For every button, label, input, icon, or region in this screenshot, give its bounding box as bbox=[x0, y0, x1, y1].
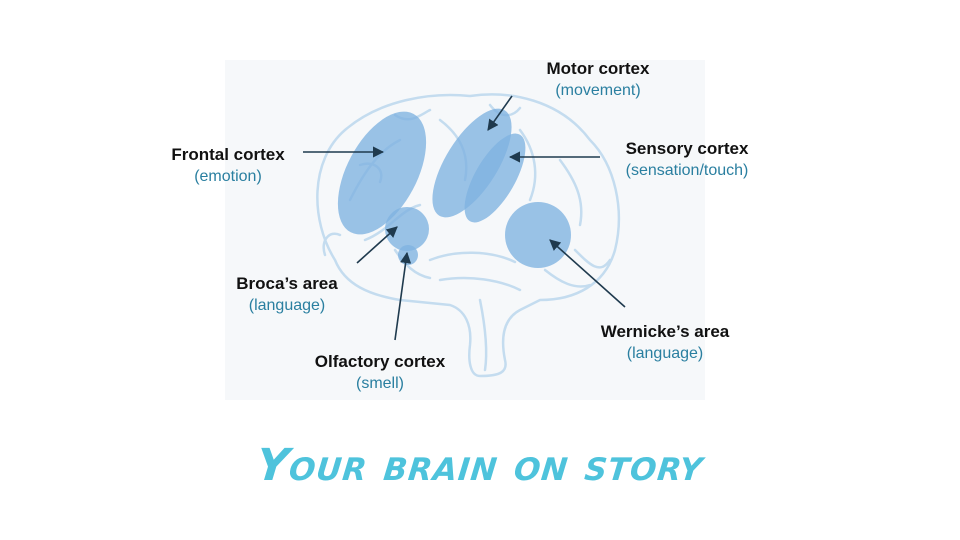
wernicke-area-label: Wernicke’s area (language) bbox=[585, 321, 745, 365]
wernicke-area-name: Wernicke’s area bbox=[600, 322, 730, 341]
olfactory-arrow bbox=[394, 251, 412, 341]
wernicke-area-function: (language) bbox=[626, 345, 704, 362]
frontal-cortex-label: Frontal cortex (emotion) bbox=[158, 144, 298, 188]
motor-cortex-label: Motor cortex (movement) bbox=[528, 58, 668, 102]
broca-area-function: (language) bbox=[248, 297, 326, 314]
frontal-cortex-name: Frontal cortex bbox=[171, 145, 285, 164]
olfactory-cortex-region bbox=[398, 245, 418, 265]
sensory-cortex-function: (sensation/touch) bbox=[625, 162, 749, 179]
sensory-cortex-label: Sensory cortex (sensation/touch) bbox=[602, 138, 772, 182]
motor-cortex-region bbox=[432, 108, 512, 218]
broca-arrow bbox=[356, 226, 398, 264]
frontal-cortex-region bbox=[337, 111, 427, 235]
wernicke-area-region bbox=[505, 202, 571, 268]
broca-area-label: Broca’s area (language) bbox=[222, 273, 352, 317]
olfactory-cortex-label: Olfactory cortex (smell) bbox=[305, 351, 455, 395]
olfactory-cortex-name: Olfactory cortex bbox=[314, 352, 446, 371]
broca-area-name: Broca’s area bbox=[236, 274, 338, 293]
image-backdrop bbox=[225, 60, 705, 400]
wernicke-arrow bbox=[549, 239, 626, 308]
broca-area-region bbox=[385, 207, 429, 251]
frontal-cortex-function: (emotion) bbox=[194, 168, 262, 185]
motor-arrow bbox=[487, 95, 513, 131]
slide-title: Your brain on story bbox=[253, 440, 707, 491]
olfactory-cortex-function: (smell) bbox=[356, 375, 404, 392]
motor-cortex-name: Motor cortex bbox=[546, 59, 650, 78]
sensory-cortex-name: Sensory cortex bbox=[625, 139, 749, 158]
pointer-arrows bbox=[303, 95, 626, 341]
motor-cortex-function: (movement) bbox=[555, 82, 641, 99]
